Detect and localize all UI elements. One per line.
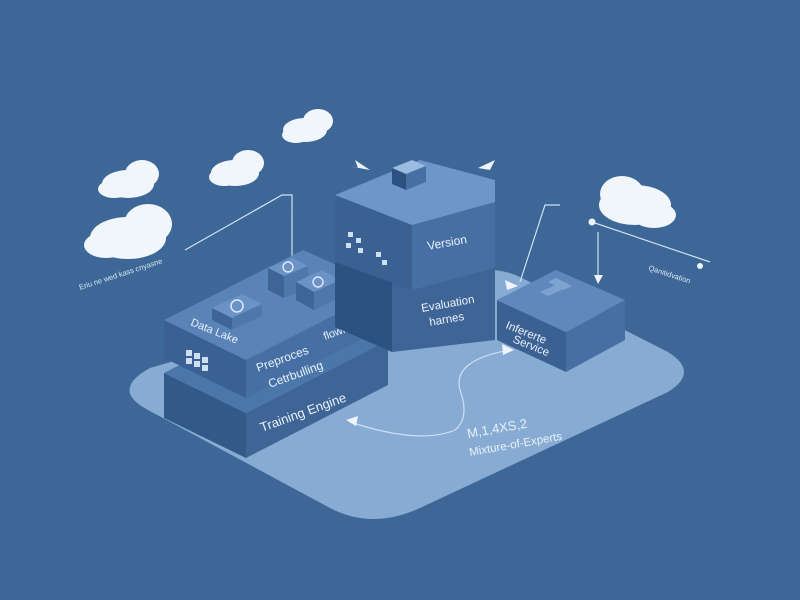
block-front — [335, 195, 412, 290]
hierarchy-icon — [346, 232, 387, 265]
cloud-icon — [282, 109, 333, 143]
connector-dot — [588, 218, 596, 226]
block-side — [566, 300, 625, 372]
block-front — [164, 373, 246, 458]
arrow-head-2 — [502, 344, 514, 355]
arrowheads — [346, 160, 703, 426]
version-label: Version — [426, 232, 468, 253]
gear-icon — [312, 276, 324, 288]
connector-lines — [184, 194, 711, 437]
gear-icon — [282, 261, 294, 273]
block-front — [335, 255, 392, 352]
connector-bottom-arrow — [349, 349, 511, 437]
cloud-icon — [98, 160, 159, 198]
top-left-caption: Eriu ne wed kass cnyasne — [78, 256, 164, 291]
block-front — [497, 300, 566, 372]
connector-version-inference — [519, 204, 560, 283]
grid-icon — [186, 350, 208, 371]
arrow-head-3 — [348, 160, 370, 170]
cloud-icon — [209, 150, 264, 186]
gear-icon — [230, 299, 244, 313]
arrow-head-4 — [478, 160, 495, 170]
block-side — [392, 268, 495, 352]
block-side — [246, 340, 388, 458]
gear-tile — [296, 270, 340, 310]
block-side — [412, 202, 495, 290]
connector-dot — [697, 263, 703, 269]
arrow-head-5 — [505, 280, 518, 290]
connector-right — [591, 221, 711, 263]
arrow-head-6 — [594, 275, 603, 284]
arrow-head-1 — [346, 416, 358, 426]
cube-icon — [392, 160, 426, 190]
block-top — [497, 270, 625, 332]
block-top — [335, 160, 495, 225]
version-evaluation-tower: Version Evaluation harnes — [335, 160, 495, 352]
plus-icon — [540, 278, 572, 296]
right-caption: Qanitidvation — [647, 263, 691, 285]
gear-tile — [212, 294, 262, 330]
connector-top-left — [184, 194, 293, 258]
cloud-icon — [599, 176, 676, 228]
cloud-icon — [84, 204, 172, 259]
